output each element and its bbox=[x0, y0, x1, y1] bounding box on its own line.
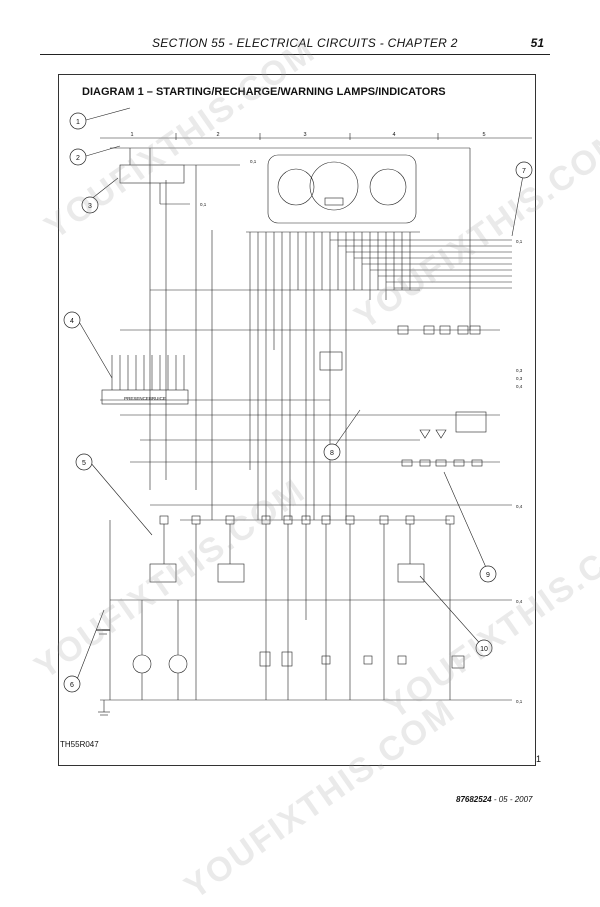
ground-connectors bbox=[401, 459, 483, 467]
callout-circle-4 bbox=[63, 311, 81, 329]
document-date: 05 - 2007 bbox=[498, 795, 533, 804]
callout-circle-3 bbox=[81, 196, 99, 214]
electronic-module bbox=[101, 389, 189, 405]
callout-6: 6 bbox=[70, 682, 74, 689]
ignition-switch bbox=[119, 164, 185, 184]
callout-5: 5 bbox=[82, 460, 86, 467]
wire-tag: 0,1 bbox=[516, 699, 523, 704]
instrument-cluster bbox=[267, 154, 417, 224]
callout-4: 4 bbox=[70, 318, 74, 325]
callout-7: 7 bbox=[522, 168, 526, 175]
section-title: SECTION 55 - ELECTRICAL CIRCUITS - CHAPT… bbox=[152, 36, 458, 50]
callout-10: 10 bbox=[480, 646, 488, 653]
wire-tag: 0,3 bbox=[516, 376, 523, 381]
header-rule bbox=[40, 54, 550, 55]
diagram-title: DIAGRAM 1 – STARTING/RECHARGE/WARNING LA… bbox=[82, 86, 446, 98]
callout-circle-10 bbox=[475, 639, 493, 657]
callout-2: 2 bbox=[76, 155, 80, 162]
callout-9: 9 bbox=[486, 572, 490, 579]
gauge-right bbox=[369, 168, 407, 206]
sensor bbox=[281, 651, 293, 667]
wire-tag: 0,1 bbox=[516, 239, 523, 244]
relay-r5 bbox=[455, 411, 487, 433]
module-label: PRESENCEBRUICE bbox=[124, 396, 166, 401]
document-footer: 87682524 - 05 - 2007 bbox=[456, 795, 533, 804]
wire-tag: 0,3 bbox=[516, 368, 523, 373]
callout-circle-9 bbox=[479, 565, 497, 583]
diagram-reference-code: TH55R047 bbox=[60, 740, 99, 749]
callout-8: 8 bbox=[330, 450, 334, 457]
callout-1: 1 bbox=[76, 119, 80, 126]
gauge-left bbox=[277, 168, 315, 206]
sensor bbox=[259, 651, 271, 667]
relay-r2 bbox=[149, 563, 177, 583]
page-header: SECTION 55 - ELECTRICAL CIRCUITS - CHAPT… bbox=[40, 36, 550, 54]
document-number: 87682524 bbox=[456, 795, 492, 804]
column-number-5: 5 bbox=[482, 132, 485, 138]
fuse-row bbox=[397, 325, 481, 335]
callout-circle-1 bbox=[69, 112, 87, 130]
page-number: 51 bbox=[530, 36, 544, 50]
relay-r3 bbox=[217, 563, 245, 583]
solenoid bbox=[451, 655, 465, 669]
right-bus bbox=[330, 239, 512, 289]
callout-circle-6 bbox=[63, 675, 81, 693]
wiring-diagram: 1 2 3 4 5 6 7 8 9 10 1 2 3 4 5 PRESENCEB… bbox=[63, 107, 533, 716]
callout-circle-5 bbox=[75, 453, 93, 471]
switch bbox=[363, 655, 373, 665]
diagram-frame bbox=[58, 74, 536, 766]
wire-tag: 0,1 bbox=[200, 202, 207, 207]
wire-tag: 0,4 bbox=[516, 504, 523, 509]
wire-tag: 0,4 bbox=[516, 384, 523, 389]
switch bbox=[397, 655, 407, 665]
callout-circle-2 bbox=[69, 148, 87, 166]
relay-r4 bbox=[397, 563, 425, 583]
diode bbox=[435, 429, 447, 439]
cluster-pins bbox=[249, 232, 411, 520]
wire-tag: 0,1 bbox=[250, 159, 257, 164]
column-number-1: 1 bbox=[130, 132, 133, 138]
relay-r1 bbox=[319, 351, 343, 371]
column-number-2: 2 bbox=[216, 132, 219, 138]
callout-circle-8 bbox=[323, 443, 341, 461]
starter-motor bbox=[132, 654, 152, 674]
tachometer bbox=[309, 161, 359, 211]
callout-3: 3 bbox=[88, 203, 92, 210]
wire-tag: 0,4 bbox=[516, 599, 523, 604]
sheet-number: 1 bbox=[536, 754, 542, 764]
column-number-3: 3 bbox=[303, 132, 306, 138]
switch bbox=[321, 655, 331, 665]
column-number-4: 4 bbox=[392, 132, 395, 138]
callout-circle-7 bbox=[515, 161, 533, 179]
diode bbox=[419, 429, 431, 439]
alternator bbox=[168, 654, 188, 674]
